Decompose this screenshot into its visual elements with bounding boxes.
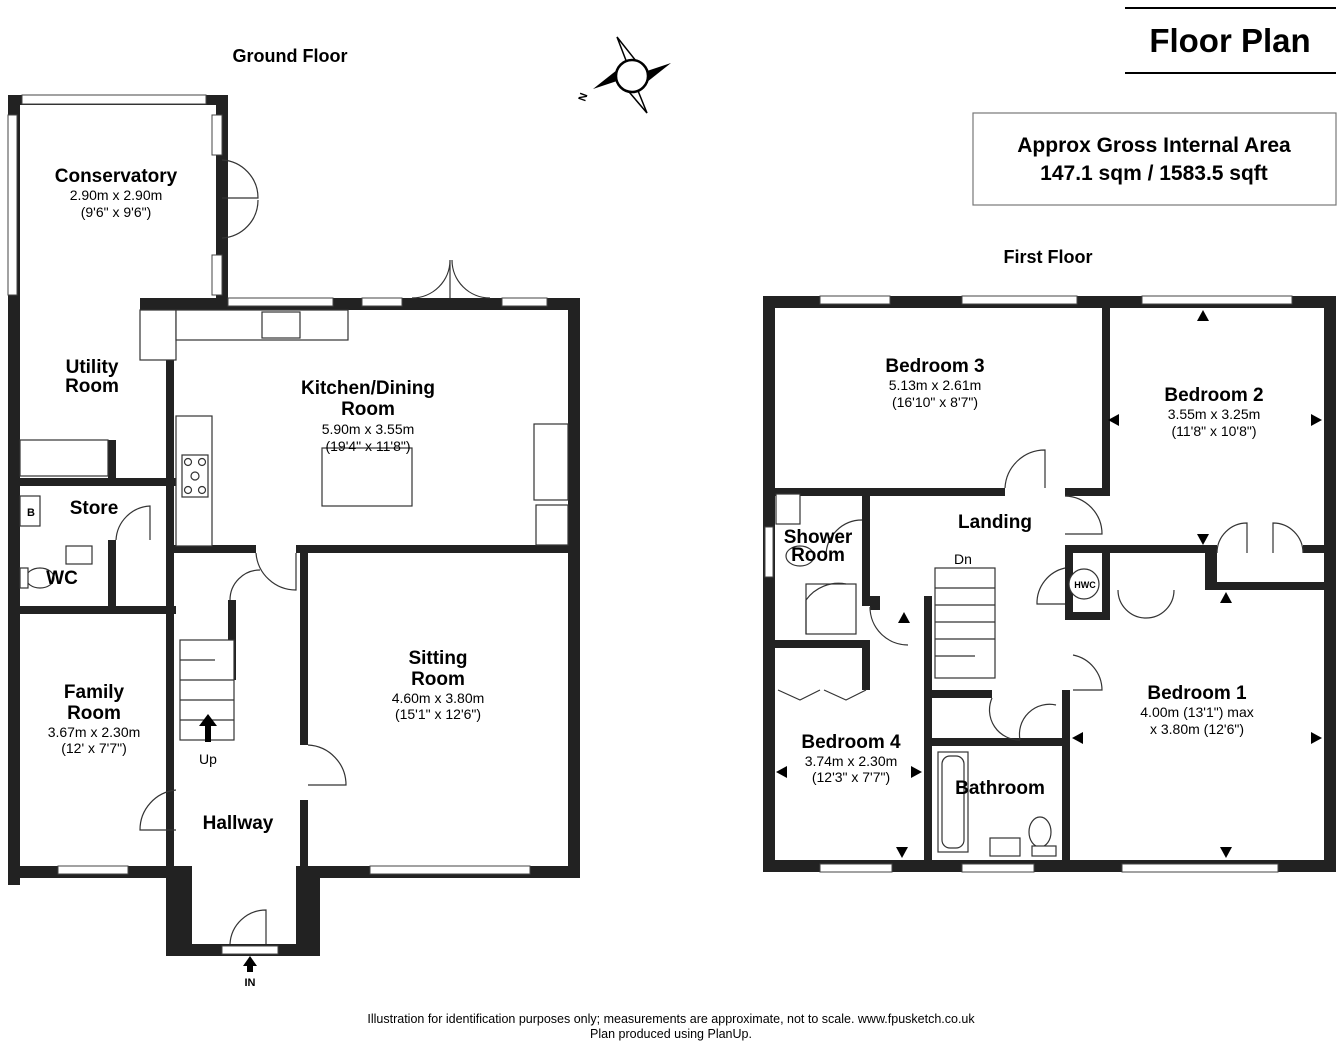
compass-icon: N — [577, 36, 671, 114]
area-label: Approx Gross Internal Area — [1017, 134, 1291, 157]
bedroom4-dim-ft: (12'3" x 7'7") — [812, 769, 890, 785]
conservatory-dim-ft: (9'6" x 9'6") — [81, 204, 152, 220]
footer: Illustration for identification purposes… — [367, 1012, 975, 1041]
compass-north-letter: N — [577, 91, 591, 103]
first-floor-label: First Floor — [1004, 247, 1093, 267]
stairs-up-label: Up — [199, 751, 217, 767]
bathroom-name: Bathroom — [955, 778, 1045, 799]
area-box — [972, 112, 1337, 206]
family-dim-m: 3.67m x 2.30m — [48, 724, 141, 740]
sitting-dim-ft: (15'1" x 12'6") — [395, 706, 481, 722]
area-value: 147.1 sqm / 1583.5 sqft — [1040, 162, 1268, 185]
ground-floor-plan: Ground Floor — [7, 46, 580, 989]
bedroom3-name: Bedroom 3 — [885, 356, 984, 377]
boiler-mark: B — [27, 507, 35, 519]
bedroom1-dim-m: 4.00m (13'1") max — [1140, 704, 1253, 720]
bedroom3-dim-m: 5.13m x 2.61m — [889, 377, 982, 393]
wc-name: WC — [46, 568, 78, 589]
bedroom4-dim-m: 3.74m x 2.30m — [805, 753, 898, 769]
shower-name-1: Shower — [784, 527, 853, 548]
family-name-1: Family — [64, 682, 125, 703]
bedroom2-dim-ft: (11'8" x 10'8") — [1171, 423, 1256, 439]
floor-plan-title: Floor Plan — [1149, 22, 1310, 59]
sitting-name-2: Room — [411, 669, 465, 690]
hwc-label: HWC — [1074, 580, 1096, 590]
conservatory-name: Conservatory — [55, 166, 178, 187]
store-name: Store — [70, 498, 119, 519]
ground-floor-label: Ground Floor — [233, 46, 348, 66]
entrance-label: IN — [245, 977, 256, 989]
hallway-name: Hallway — [203, 813, 274, 834]
bedroom1-dim-ft: x 3.80m (12'6") — [1150, 721, 1244, 737]
landing-name: Landing — [958, 512, 1032, 533]
kitchen-dim-ft: (19'4" x 11'8") — [325, 438, 410, 454]
header: Floor Plan Approx Gross Internal Area 14… — [972, 7, 1337, 206]
footer-disclaimer: Illustration for identification purposes… — [367, 1012, 975, 1026]
bedroom4-name: Bedroom 4 — [801, 732, 901, 753]
sitting-dim-m: 4.60m x 3.80m — [392, 690, 485, 706]
kitchen-name-1: Kitchen/Dining — [301, 378, 435, 399]
bedroom2-dim-m: 3.55m x 3.25m — [1168, 406, 1261, 422]
kitchen-name-2: Room — [341, 399, 395, 420]
utility-name-1: Utility — [66, 357, 119, 378]
bedroom2-name: Bedroom 2 — [1164, 385, 1263, 406]
bedroom3-dim-ft: (16'10" x 8'7") — [892, 394, 978, 410]
shower-name-2: Room — [791, 545, 845, 566]
sitting-name-1: Sitting — [408, 648, 467, 669]
stairs-down-label: Dn — [954, 551, 972, 567]
bedroom1-name: Bedroom 1 — [1147, 683, 1247, 704]
family-dim-ft: (12' x 7'7") — [61, 740, 127, 756]
entrance-arrow-icon — [243, 956, 257, 972]
first-floor-plan: First Floor — [763, 247, 1336, 873]
conservatory-dim-m: 2.90m x 2.90m — [70, 187, 163, 203]
utility-name-2: Room — [65, 376, 119, 397]
family-name-2: Room — [67, 703, 121, 724]
kitchen-dim-m: 5.90m x 3.55m — [322, 421, 415, 437]
footer-credit: Plan produced using PlanUp. — [590, 1027, 752, 1041]
